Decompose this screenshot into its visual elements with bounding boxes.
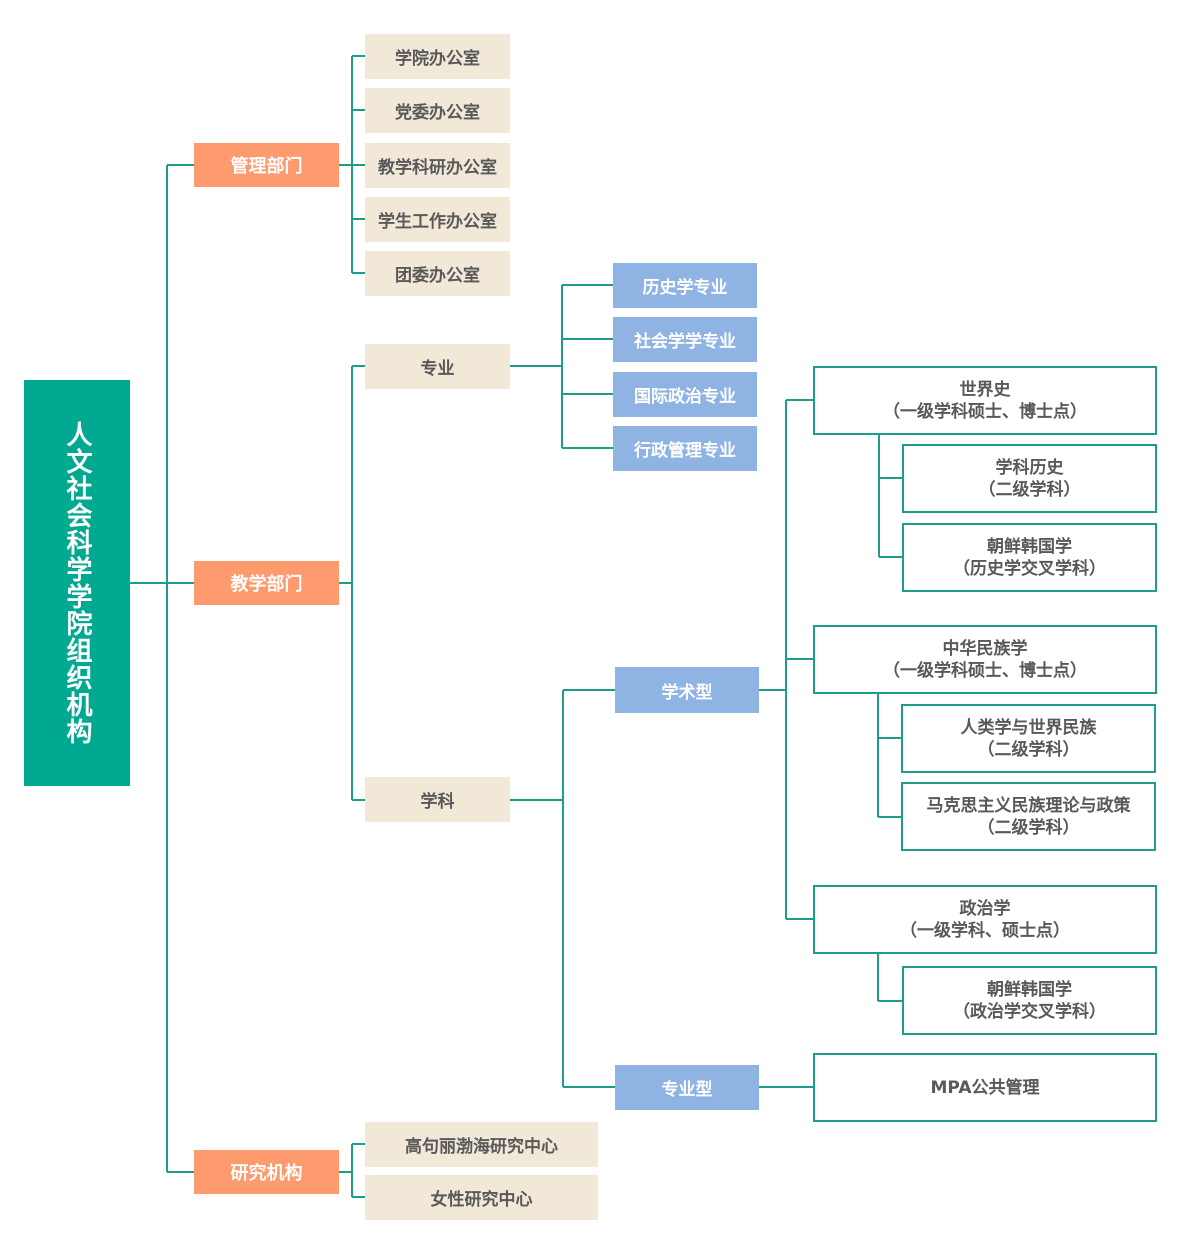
dept-research: 研究机构 (194, 1150, 339, 1194)
office-label: 党委办公室 (395, 103, 480, 123)
mpa-label: MPA公共管理 (930, 1077, 1040, 1098)
sub-discipline-name: 学科历史 (995, 457, 1064, 478)
major-label: 社会学学专业 (634, 332, 736, 352)
dept-admin: 管理部门 (194, 143, 339, 187)
root-node: 人文社会科学学院组织机构 (24, 380, 130, 786)
office-label: 学院办公室 (395, 49, 480, 69)
major-node: 国际政治专业 (613, 372, 757, 417)
research-center-label: 女性研究中心 (430, 1190, 533, 1210)
dept-teaching-label: 教学部门 (230, 574, 303, 595)
discipline-note: （一级学科、硕士点） (900, 920, 1070, 941)
research-center-node: 女性研究中心 (365, 1175, 598, 1220)
office-node: 学院办公室 (365, 34, 510, 79)
mpa-node: MPA公共管理 (813, 1053, 1157, 1122)
sub-discipline-note: （历史学交叉学科） (953, 558, 1106, 579)
major-label: 历史学专业 (642, 278, 728, 298)
sub-discipline-node: 马克思主义民族理论与政策 （二级学科） (901, 782, 1156, 851)
majors-label: 专业 (420, 359, 455, 379)
sub-discipline-node: 朝鲜韩国学 （历史学交叉学科） (902, 523, 1157, 592)
dept-teaching: 教学部门 (194, 561, 339, 605)
office-node: 教学科研办公室 (365, 143, 510, 188)
academic-type-label: 学术型 (661, 682, 713, 703)
sub-discipline-name: 马克思主义民族理论与政策 (926, 795, 1131, 816)
sub-discipline-note: （二级学科） (978, 479, 1081, 500)
discipline-note: （一级学科硕士、博士点） (883, 401, 1087, 422)
discipline-name: 中华民族学 (942, 638, 1028, 659)
disciplines-label: 学科 (420, 792, 455, 812)
sub-discipline-node: 人类学与世界民族 （二级学科） (901, 704, 1156, 773)
dept-admin-label: 管理部门 (230, 156, 303, 177)
discipline-group-node: 世界史 （一级学科硕士、博士点） (813, 366, 1157, 435)
office-label: 团委办公室 (395, 266, 480, 286)
office-node: 学生工作办公室 (365, 197, 510, 242)
majors-node: 专业 (365, 344, 510, 389)
office-node: 党委办公室 (365, 88, 510, 133)
professional-type-node: 专业型 (615, 1065, 759, 1110)
office-label: 教学科研办公室 (378, 158, 497, 178)
major-node: 社会学学专业 (613, 317, 757, 362)
academic-type-node: 学术型 (615, 667, 759, 713)
major-label: 行政管理专业 (634, 441, 736, 461)
office-node: 团委办公室 (365, 251, 510, 296)
research-center-node: 高句丽渤海研究中心 (365, 1122, 598, 1167)
discipline-group-node: 政治学 （一级学科、硕士点） (813, 885, 1157, 954)
major-label: 国际政治专业 (634, 387, 736, 407)
sub-discipline-node: 朝鲜韩国学 （政治学交叉学科） (902, 966, 1157, 1035)
discipline-group-node: 中华民族学 （一级学科硕士、博士点） (813, 625, 1157, 694)
office-label: 学生工作办公室 (378, 212, 497, 232)
sub-discipline-name: 朝鲜韩国学 (987, 979, 1072, 1000)
sub-discipline-note: （二级学科） (977, 817, 1080, 838)
root-title: 人文社会科学学院组织机构 (62, 421, 92, 745)
sub-discipline-name: 人类学与世界民族 (960, 717, 1097, 738)
discipline-name: 政治学 (959, 898, 1011, 919)
sub-discipline-note: （二级学科） (977, 739, 1080, 760)
sub-discipline-node: 学科历史 （二级学科） (902, 444, 1157, 513)
dept-research-label: 研究机构 (230, 1163, 303, 1184)
discipline-name: 世界史 (959, 379, 1011, 400)
major-node: 历史学专业 (613, 263, 757, 308)
disciplines-node: 学科 (365, 777, 510, 822)
research-center-label: 高句丽渤海研究中心 (405, 1137, 558, 1157)
discipline-note: （一级学科硕士、博士点） (883, 660, 1087, 681)
sub-discipline-name: 朝鲜韩国学 (987, 536, 1072, 557)
sub-discipline-note: （政治学交叉学科） (953, 1001, 1106, 1022)
professional-type-label: 专业型 (661, 1080, 713, 1100)
major-node: 行政管理专业 (613, 426, 757, 471)
